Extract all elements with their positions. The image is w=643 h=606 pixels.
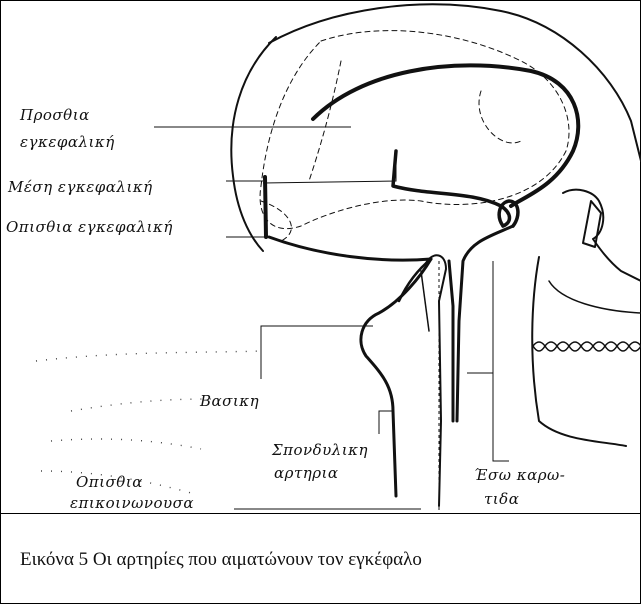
anterior-cerebral-artery: [313, 65, 578, 206]
teeth: [533, 342, 641, 351]
label-anterior-cerebral-2: εγκεφαλική: [20, 133, 115, 151]
caption-divider: [0, 513, 641, 514]
jaw-inner: [549, 281, 641, 313]
lobe-dash-1: [309, 61, 341, 181]
label-internal-carotid-1: Έσω καρω-: [474, 466, 565, 484]
lobe-dash-2: [479, 91, 521, 143]
label-vertebral-1: Σπονδυλικη: [272, 441, 368, 459]
label-posterior-communicating-1: Οπισθια: [76, 473, 143, 491]
middle-cerebral-artery: [393, 151, 510, 226]
label-vertebral-2: αρτηρια: [274, 464, 339, 482]
leader-middle: [263, 156, 396, 183]
posterior-cerebral-vertical: [265, 177, 266, 237]
brainstem: [426, 255, 446, 506]
leader-carotid: [493, 261, 509, 461]
dotted-guides: [36, 351, 261, 493]
eye-socket: [583, 201, 601, 247]
brain-arteries-diagram: [1, 1, 641, 512]
vertebral-artery: [449, 261, 453, 421]
label-posterior-communicating-2: επικοινωνουσα: [70, 494, 194, 512]
label-middle-cerebral: Μέση εγκεφαλική: [8, 178, 153, 196]
skull-occiput: [231, 37, 276, 251]
leader-vertebral: [379, 411, 393, 434]
label-internal-carotid-2: τιδα: [484, 490, 519, 508]
brainstem-left: [421, 271, 429, 331]
skull-outline: [269, 4, 641, 161]
figure-caption: Εικόνα 5 Οι αρτηρίες που αιματώνουν τον …: [20, 549, 422, 571]
posterior-cerebral-artery: [269, 237, 431, 260]
label-basilar: Βασικη: [200, 392, 259, 410]
label-anterior-cerebral-1: Προσθια: [20, 106, 90, 124]
basilar-artery: [361, 259, 431, 496]
face-profile: [563, 190, 641, 281]
leader-basilar: [261, 326, 373, 379]
label-posterior-cerebral: Οπισθια εγκεφαλική: [6, 218, 173, 236]
internal-carotid-artery: [457, 226, 513, 421]
